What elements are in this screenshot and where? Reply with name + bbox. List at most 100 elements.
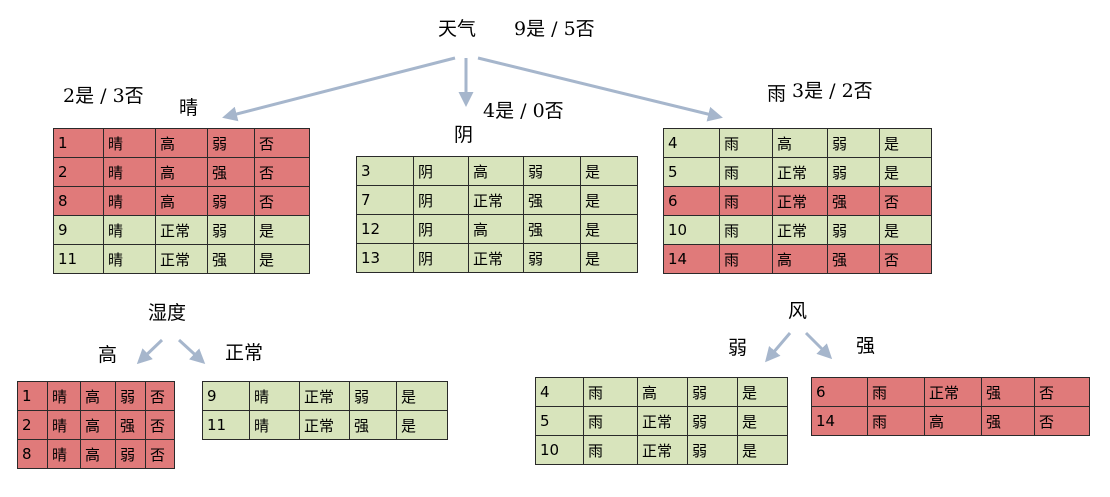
table-cell: 雨 [719,244,773,274]
arrow-to-wind-weak [765,332,792,363]
table-cell: 2 [17,410,48,440]
table-cell: 10 [535,435,584,465]
wind-strong-label: 强 [856,335,876,357]
table-cell: 11 [53,244,104,274]
table-cell: 否 [879,244,932,274]
overcast-label: 阴 [454,124,474,146]
table-cell: 雨 [719,186,773,216]
table-cell: 弱 [207,186,255,216]
table-cell: 雨 [867,406,925,436]
table-cell: 正常 [155,215,208,245]
table-cell: 强 [523,214,581,244]
table-cell: 阴 [413,243,469,273]
table-cell: 是 [737,435,788,465]
table-cell: 正常 [772,157,828,187]
table-cell: 否 [879,186,932,216]
sunny-label: 晴 [179,97,199,119]
table-cell: 12 [356,214,414,244]
table-cell: 否 [145,381,175,411]
table-cell: 是 [737,406,788,436]
table-cell: 弱 [687,435,738,465]
table-cell: 弱 [349,381,397,411]
table-cell: 9 [53,215,104,245]
table-cell: 正常 [468,243,524,273]
table-cell: 正常 [299,410,350,440]
table-cell: 是 [580,243,638,273]
table-cell: 否 [1034,377,1090,407]
table-cell: 强 [115,410,146,440]
table-cell: 否 [145,410,175,440]
table-cell: 是 [580,214,638,244]
table-cell: 弱 [827,128,880,158]
table-cell: 强 [523,185,581,215]
table-cell: 否 [145,439,175,469]
table-cell: 2 [53,157,104,187]
rain-count: 3是 / 2否 [792,80,873,102]
table-cell: 阴 [413,185,469,215]
arrow-to-humidity-high [136,338,164,365]
table-cell: 是 [879,157,932,187]
table-cell: 否 [254,157,310,187]
table-cell: 6 [663,186,720,216]
table-cell: 晴 [103,186,156,216]
table-cell: 晴 [103,215,156,245]
table-cell: 正常 [468,185,524,215]
table-cell: 弱 [115,381,146,411]
table-cell: 晴 [103,128,156,158]
table-cell: 高 [772,244,828,274]
table-cell: 强 [349,410,397,440]
arrow-to-wind-strong [804,331,833,360]
table-cell: 正常 [299,381,350,411]
table-cell: 否 [254,186,310,216]
overcast-count: 4是 / 0否 [483,100,564,122]
table-cell: 是 [396,410,448,440]
table-cell: 是 [580,185,638,215]
table-cell: 弱 [687,377,738,407]
table-cell: 强 [981,406,1035,436]
table-cell: 弱 [827,157,880,187]
table-cell: 正常 [772,215,828,245]
table-cell: 雨 [719,128,773,158]
table-cell: 雨 [719,215,773,245]
table-cell: 5 [535,406,584,436]
table-cell: 13 [356,243,414,273]
humidity-high-label: 高 [98,344,118,366]
table-cell: 正常 [637,435,688,465]
table-cell: 弱 [207,215,255,245]
table-cell: 是 [879,215,932,245]
table-cell: 高 [80,381,116,411]
table-cell: 7 [356,185,414,215]
table-cell: 10 [663,215,720,245]
table-cell: 雨 [867,377,925,407]
table-cell: 强 [827,244,880,274]
table-cell: 雨 [583,406,638,436]
table-cell: 雨 [583,435,638,465]
table-cell: 高 [80,439,116,469]
arrow-to-rain [477,56,723,122]
table-cell: 正常 [155,244,208,274]
table-cell: 1 [17,381,48,411]
table-cell: 14 [663,244,720,274]
table-cell: 晴 [47,439,81,469]
table-cell: 强 [827,186,880,216]
table-cell: 强 [207,157,255,187]
